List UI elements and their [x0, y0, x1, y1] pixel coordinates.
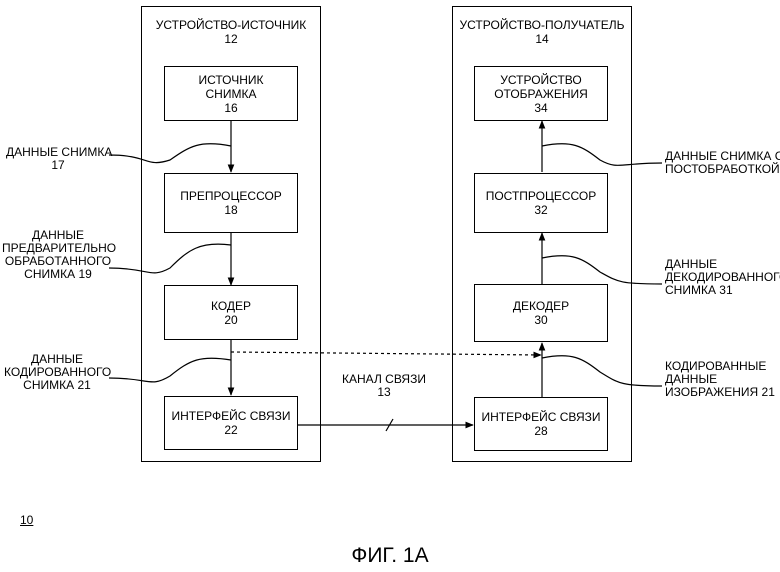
received-encoded-data-label: КОДИРОВАННЫЕ ДАННЫЕ ИЗОБРАЖЕНИЯ 21 [665, 360, 777, 399]
picture-source-block: ИСТОЧНИК СНИМКА 16 [164, 66, 298, 121]
decoded-data-label: ДАННЫЕ ДЕКОДИРОВАННОГО СНИМКА 31 [665, 258, 777, 297]
postprocessor-block: ПОСТПРОЦЕССОР 32 [474, 173, 608, 233]
preprocessor-block: ПРЕПРОЦЕССОР 18 [164, 173, 298, 233]
destination-device-title: УСТРОЙСТВО-ПОЛУЧАТЕЛЬ 14 [452, 18, 632, 46]
decoder-block: ДЕКОДЕР 30 [474, 284, 608, 342]
postprocessed-data-label: ДАННЫЕ СНИМКА С ПОСТОБРАБОТКОЙ 33 [665, 150, 777, 176]
picture-data-label: ДАННЫЕ СНИМКА 17 [6, 146, 110, 172]
source-comm-interface-block: ИНТЕРФЕЙС СВЯЗИ 22 [164, 396, 298, 450]
preprocessed-data-label: ДАННЫЕ ПРЕДВАРИТЕЛЬНО ОБРАБОТАННОГО СНИМ… [2, 229, 114, 281]
destination-comm-interface-block: ИНТЕРФЕЙС СВЯЗИ 28 [474, 397, 608, 451]
source-device-title: УСТРОЙСТВО-ИСТОЧНИК 12 [141, 18, 321, 46]
figure-caption: ФИГ. 1А [0, 544, 780, 568]
channel-label: КАНАЛ СВЯЗИ 13 [334, 373, 434, 399]
display-device-block: УСТРОЙСТВО ОТОБРАЖЕНИЯ 34 [474, 66, 608, 121]
system-reference-number: 10 [20, 513, 33, 527]
encoder-block: КОДЕР 20 [164, 285, 298, 340]
encoded-data-label: ДАННЫЕ КОДИРОВАННОГО СНИМКА 21 [4, 353, 110, 392]
